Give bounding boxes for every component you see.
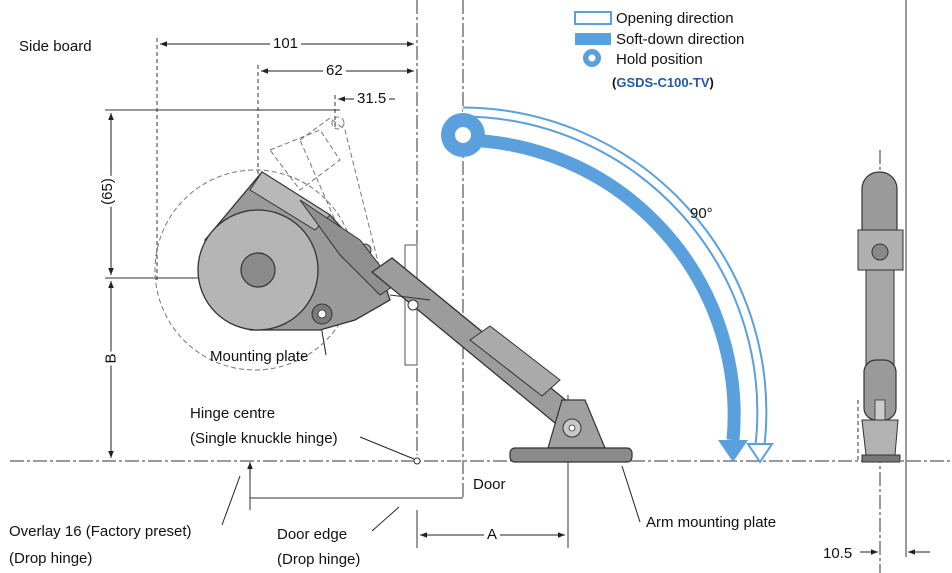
dimension-b: B [102,351,120,366]
legend-swatches [574,11,612,67]
hinge-centre-point [413,457,421,465]
legend-opening-swatch [574,11,612,25]
hinge-centre-label: Hinge centre [190,405,276,422]
hinge-body [197,171,396,331]
dimension-31-5: 31.5 [354,90,390,107]
legend-softdown-swatch [575,33,611,45]
dimension-62: 62 [323,62,346,79]
legend-softdown-label: Soft-down direction [616,31,745,48]
arm-mounting-plate-label: Arm mounting plate [646,514,777,531]
arm-mounting-bracket [509,399,633,463]
dimension-101: 101 [270,35,302,52]
legend-opening-label: Opening direction [616,10,734,27]
legend-hold-label: Hold position [616,51,703,68]
overlay-label: Overlay 16 (Factory preset) [9,523,192,540]
side-board-label: Side board [19,38,92,55]
dimension-a: A [484,526,501,543]
door-label: Door [473,476,506,493]
product-code: (GSDS-C100-TV) [612,75,714,90]
side-view [857,171,904,463]
drop-hinge-label-1: (Drop hinge) [9,550,93,567]
mounting-plate-label: Mounting plate [210,348,309,365]
drop-hinge-label-2: (Drop hinge) [277,551,361,568]
door-edge-label: Door edge [277,526,348,543]
dimension-10-5: 10.5 [823,545,853,562]
single-knuckle-label: (Single knuckle hinge) [190,430,338,447]
motion-arcs [441,106,774,464]
angle-label: 90° [690,205,713,222]
dimension-65: (65) [98,176,116,207]
